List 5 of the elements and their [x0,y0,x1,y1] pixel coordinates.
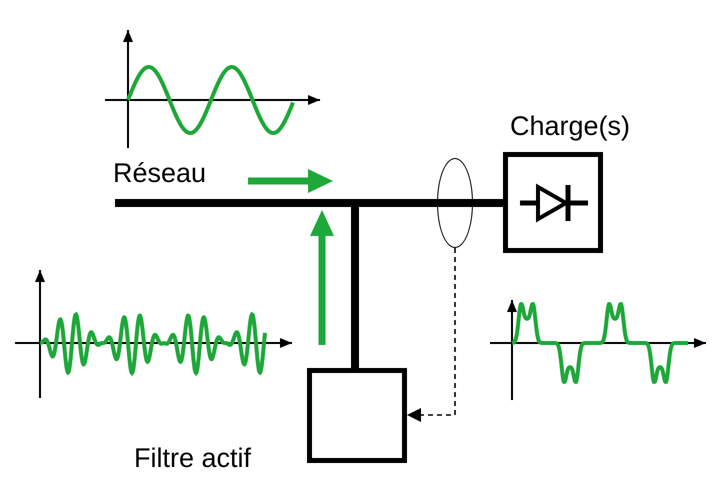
network-label: Réseau [113,160,206,187]
signal-line [407,248,456,422]
node-label: Filtre actif [134,445,252,472]
node-label: Charge(s) [510,113,630,140]
current-sensor [437,158,473,248]
